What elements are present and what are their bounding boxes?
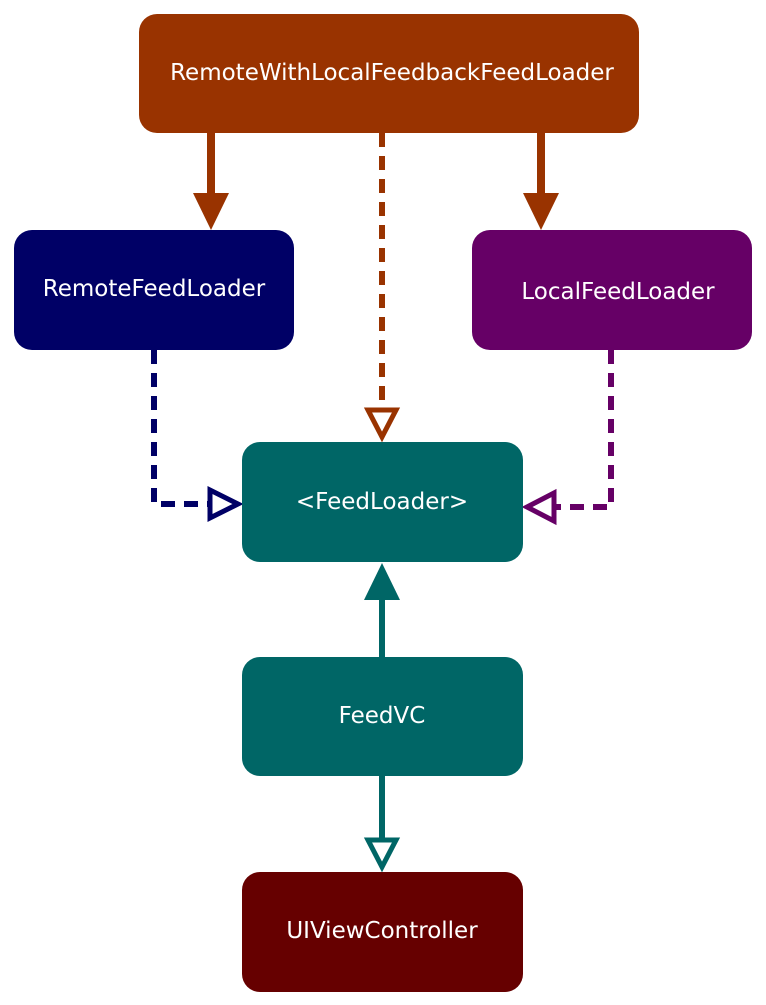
edge-composite-to-local (523, 133, 559, 230)
edge-feedvc-to-uiviewcontroller (363, 776, 401, 873)
open-arrowhead (363, 837, 401, 873)
node-label: LocalFeedLoader (521, 279, 715, 305)
edge-remote-to-feedloader (151, 350, 244, 523)
filled-arrowhead (523, 193, 559, 230)
edge-line (556, 350, 614, 510)
node-box (242, 442, 523, 562)
edge-composite-to-feedloader (363, 133, 401, 443)
node-remote-feed-loader: RemoteFeedLoader (14, 230, 294, 350)
node-box (242, 657, 523, 776)
node-feed-loader-protocol: <FeedLoader> (242, 442, 523, 562)
node-label: RemoteFeedLoader (43, 276, 266, 302)
node-label: RemoteWithLocalFeedbackFeedLoader (170, 60, 614, 86)
filled-arrowhead (193, 193, 229, 230)
node-label: UIViewController (286, 918, 478, 944)
node-box (242, 872, 523, 992)
node-box (14, 230, 294, 350)
edge-composite-to-remote (193, 133, 229, 230)
open-arrowhead (363, 407, 401, 443)
node-box (139, 14, 639, 133)
edge-line (151, 350, 208, 507)
node-remote-with-local-feedback-feed-loader: RemoteWithLocalFeedbackFeedLoader (139, 14, 639, 133)
node-box (472, 230, 752, 350)
open-arrowhead (521, 488, 557, 526)
open-arrowhead (207, 485, 244, 523)
node-ui-view-controller: UIViewController (242, 872, 523, 992)
edge-feedvc-to-feedloader (364, 563, 400, 657)
node-label: FeedVC (339, 703, 426, 729)
node-local-feed-loader: LocalFeedLoader (472, 230, 752, 350)
node-feed-vc: FeedVC (242, 657, 523, 776)
node-label: <FeedLoader> (296, 489, 468, 515)
filled-arrowhead (364, 563, 400, 600)
edge-local-to-feedloader (521, 350, 614, 526)
